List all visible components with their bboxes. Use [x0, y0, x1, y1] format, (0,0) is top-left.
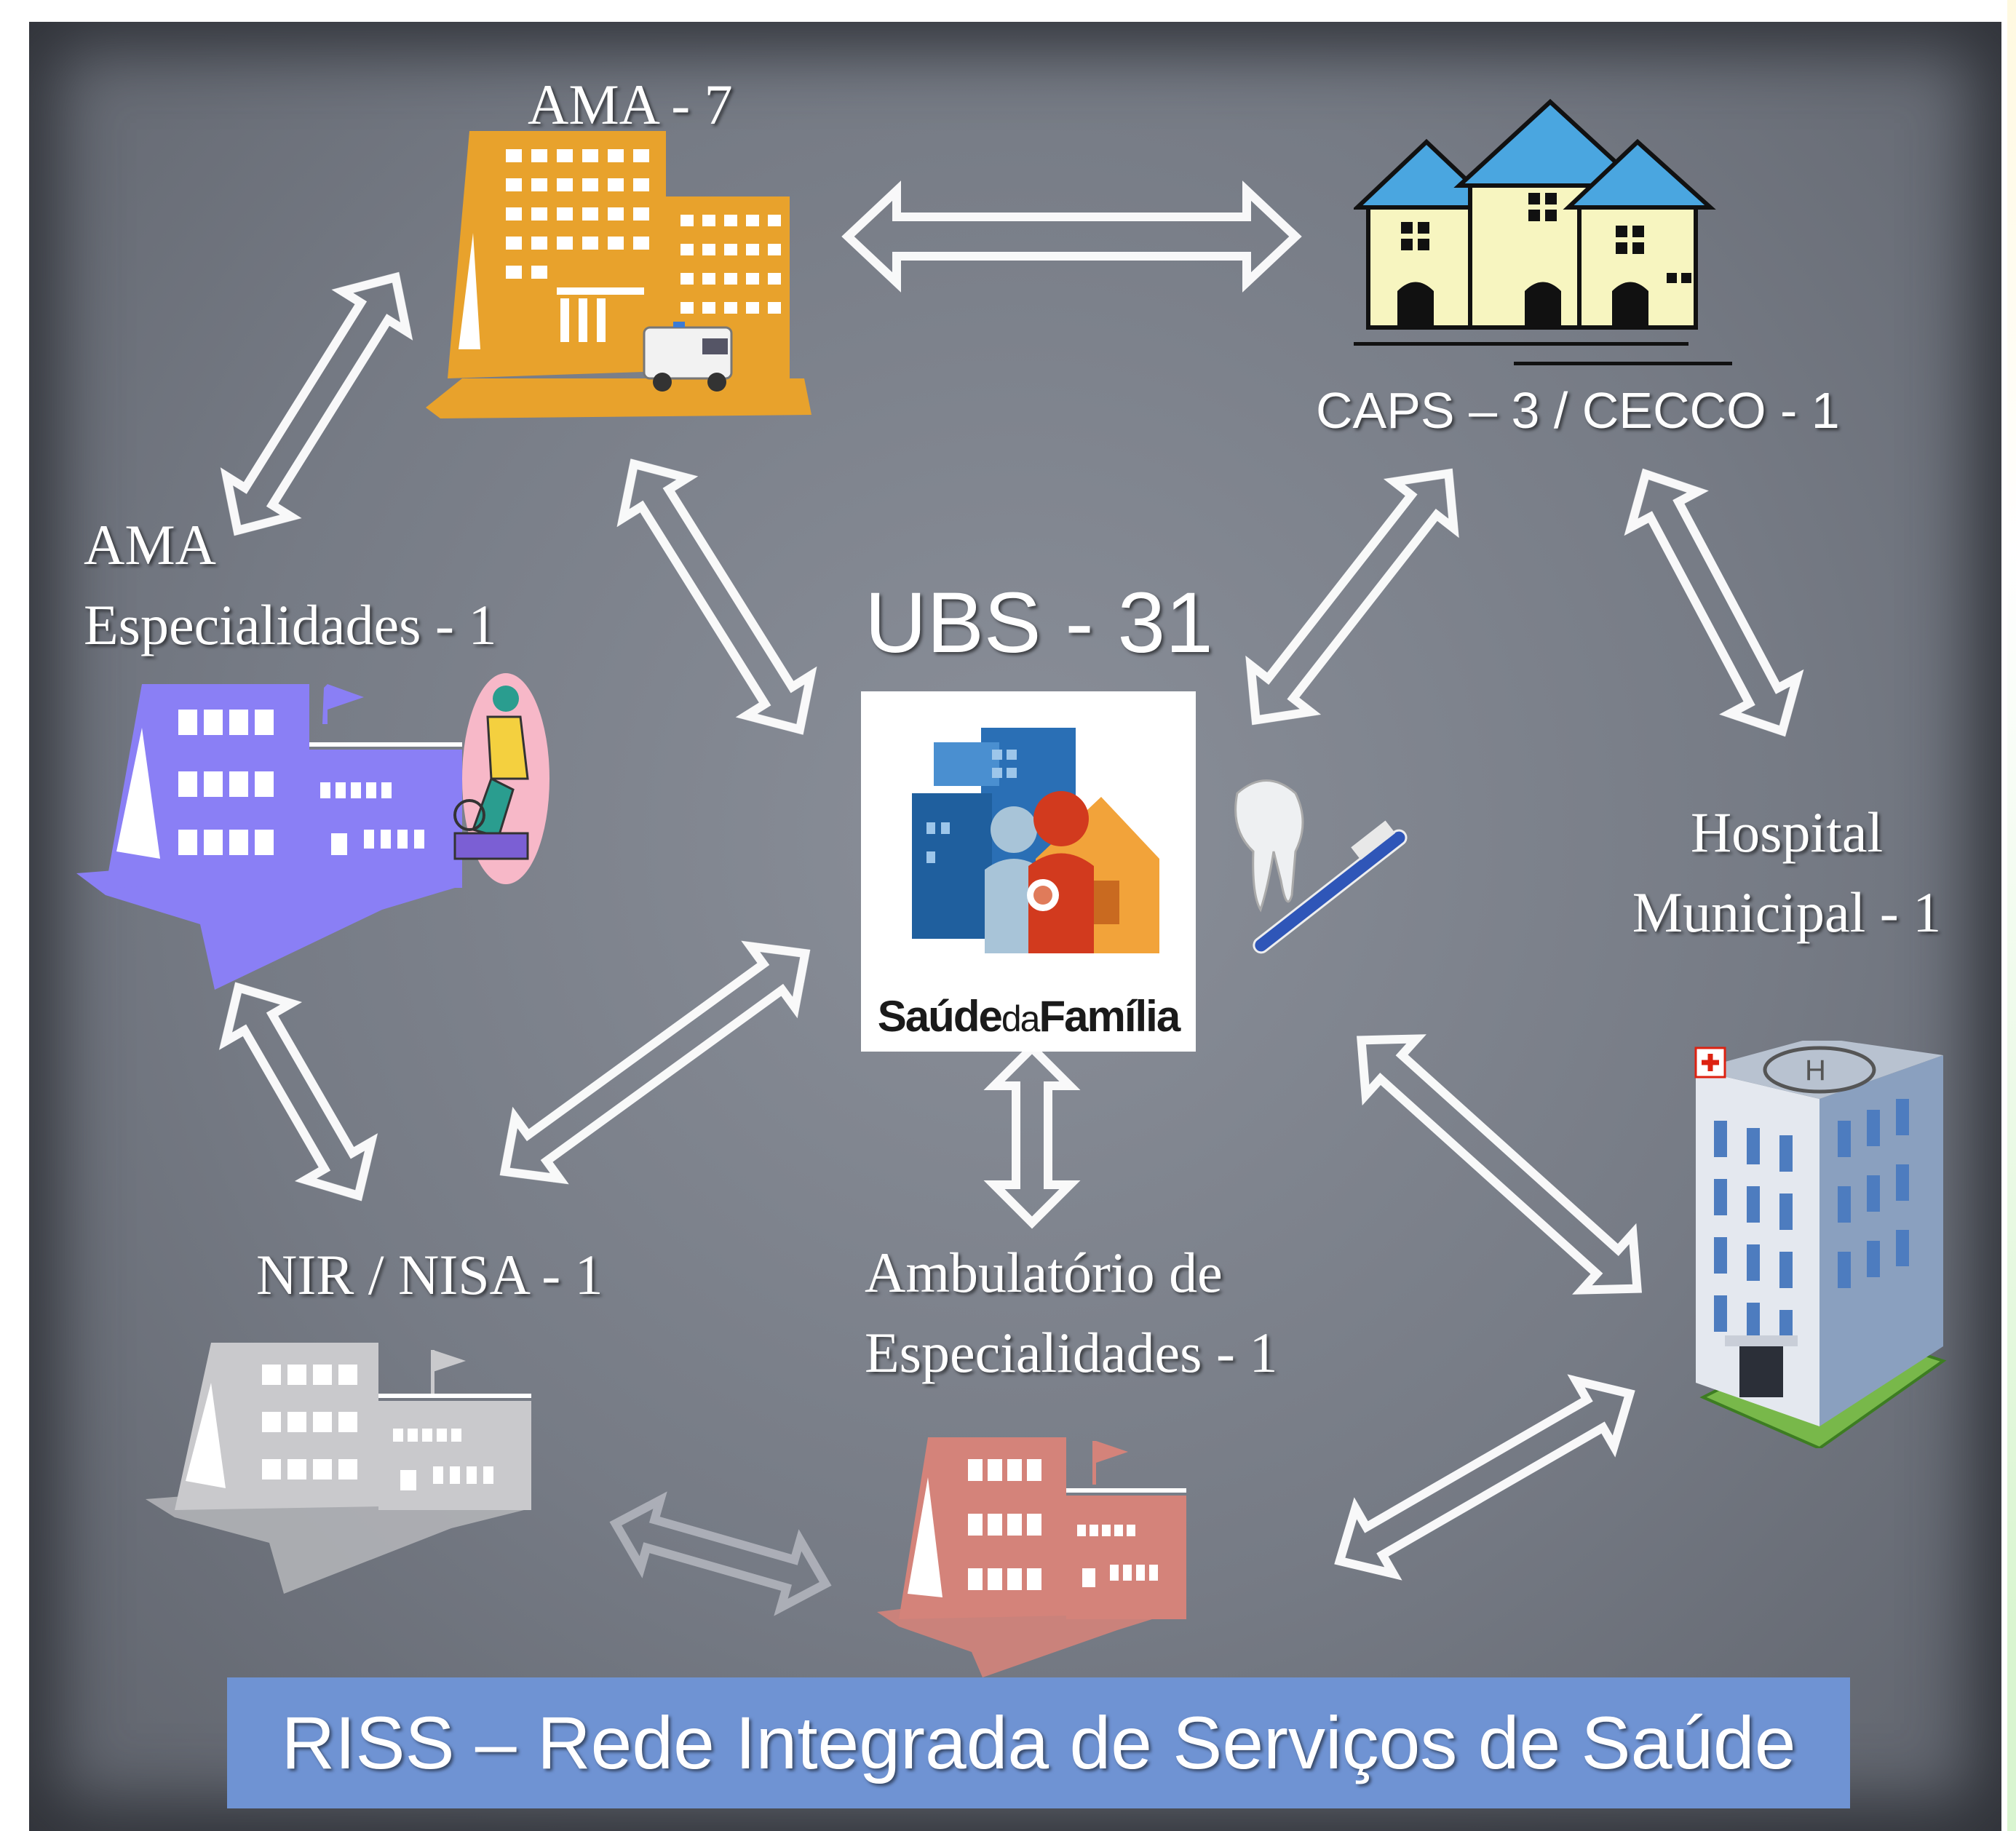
saude-familia-logo: SaúdedaFamília — [861, 691, 1196, 1052]
title-banner: RISS – Rede Integrada de Serviços de Saú… — [227, 1677, 1850, 1808]
caps-houses-icon — [1354, 98, 1732, 365]
arrow-caps-hospital — [1624, 468, 1804, 737]
ubs-label: UBS - 31 — [865, 575, 1213, 671]
hospital-building-icon: H — [1694, 1041, 1947, 1448]
logo-word-saude: Saúde — [877, 992, 1003, 1041]
ambulance-icon — [643, 322, 733, 392]
ama-esp-label-line2: Especialidades - 1 — [84, 593, 497, 656]
ambulatorio-label-line1: Ambulatório de — [865, 1241, 1223, 1304]
arrow-ama-ubs — [616, 458, 817, 735]
arrow-nir-ambulatorio — [609, 1491, 832, 1616]
logo-wordmark: SaúdedaFamília — [861, 991, 1196, 1041]
arrow-ama-caps — [841, 180, 1302, 293]
ama-label: AMA - 7 — [528, 73, 733, 136]
title-text: RISS – Rede Integrada de Serviços de Saú… — [281, 1701, 1796, 1784]
arrow-amaesp-nir — [218, 982, 378, 1202]
edge-accent — [2007, 0, 2016, 1831]
logo-word-da: da — [1001, 998, 1041, 1039]
ama-building-icon — [426, 131, 811, 418]
family-house-icon — [912, 728, 1159, 953]
hospital-label-line1: Hospital — [1690, 801, 1884, 864]
arrow-ubs-nir — [499, 940, 811, 1185]
nir-building-icon — [146, 1343, 531, 1594]
logo-word-familia: Família — [1039, 992, 1180, 1041]
arrow-ubs-hospital — [1357, 1034, 1642, 1295]
ama-esp-building-icon — [76, 673, 549, 990]
nir-label: NIR / NISA - 1 — [256, 1243, 603, 1306]
tooth-toothbrush-icon — [1234, 779, 1408, 954]
ambulatorio-building-icon — [877, 1437, 1186, 1677]
ambulatorio-label-line2: Especialidades - 1 — [865, 1321, 1278, 1384]
ama-esp-label-line1: AMA — [84, 513, 217, 576]
arrow-caps-ubs — [1245, 468, 1459, 726]
exercise-bike-icon — [453, 673, 549, 884]
caps-label: CAPS – 3 / CECCO - 1 — [1316, 382, 1840, 439]
arrow-hospital-ambulatorio — [1334, 1374, 1635, 1581]
arrow-ubs-ambulatorio — [983, 1041, 1081, 1229]
hospital-label-line2: Municipal - 1 — [1632, 881, 1942, 944]
arrow-ama-amaesp — [220, 271, 413, 536]
svg-text:H: H — [1805, 1054, 1826, 1087]
